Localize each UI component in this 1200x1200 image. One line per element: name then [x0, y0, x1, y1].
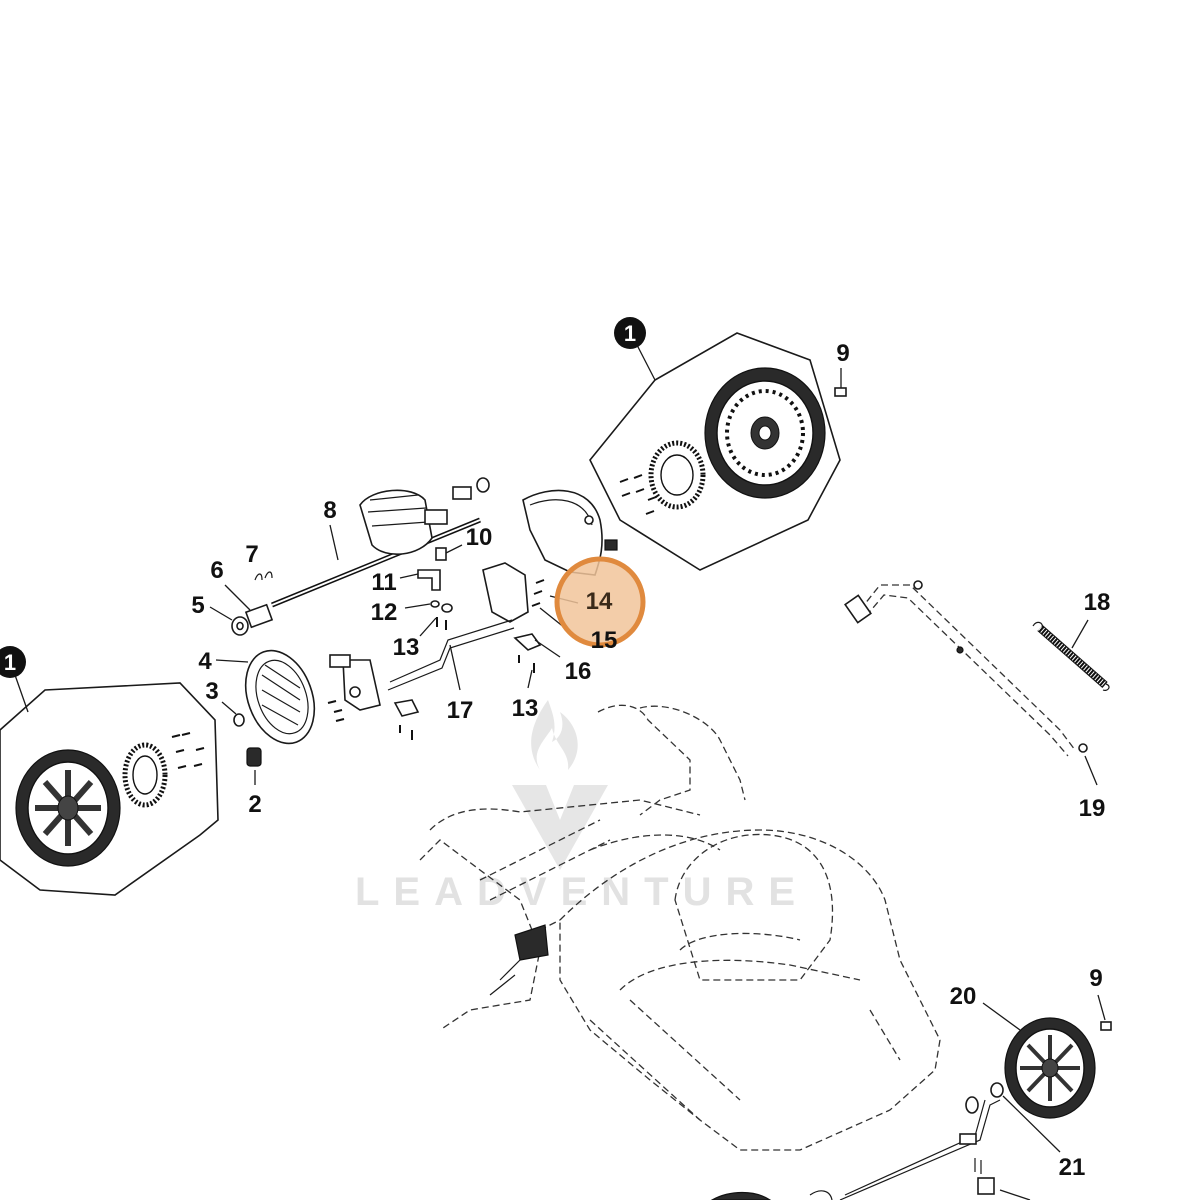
bushing-2 — [246, 747, 262, 767]
clip-10 — [435, 547, 447, 561]
callout-14[interactable]: 14 — [586, 588, 613, 615]
washer-12 — [430, 600, 453, 613]
leader-13-left — [419, 617, 437, 637]
badge-1-left: 1 — [0, 646, 26, 678]
badge-1-left-text: 1 — [4, 650, 16, 675]
watermark: LEADVENTURE — [355, 700, 809, 914]
callout-2: 2 — [248, 791, 261, 818]
leader-4 — [215, 659, 249, 663]
leader-21 — [1002, 1095, 1061, 1153]
left-wheel-assembly — [0, 674, 219, 896]
rear-cover-left — [244, 649, 316, 745]
callout-3: 3 — [205, 678, 218, 705]
wheel-left — [15, 749, 121, 867]
callout-11: 11 — [371, 569, 396, 596]
callout-4: 4 — [198, 648, 212, 675]
badge-1-upper: 1 — [614, 317, 646, 349]
screws-13 — [436, 617, 535, 673]
callout-8: 8 — [323, 497, 336, 524]
leader-5 — [209, 606, 233, 621]
screws-left — [171, 732, 205, 769]
leader-18 — [1071, 619, 1089, 649]
leader-6 — [224, 584, 251, 611]
watermark-text: LEADVENTURE — [355, 870, 809, 914]
leader-9-lower — [1097, 994, 1106, 1021]
gear-ring-upper — [648, 440, 706, 510]
leader-16 — [534, 639, 561, 658]
pins-7 — [254, 571, 273, 581]
leader-8 — [329, 524, 339, 561]
bearing-6 — [244, 603, 274, 629]
leader-10 — [445, 544, 463, 554]
transmission-axle — [271, 477, 490, 608]
badge-1-upper-text: 1 — [624, 321, 636, 346]
rear-wheel-cover — [522, 489, 618, 576]
callout-21: 21 — [1059, 1154, 1086, 1181]
height-adjust-bracket — [329, 562, 529, 711]
callout-13-right: 13 — [512, 695, 539, 722]
leader-3 — [221, 701, 237, 715]
leader-1-upper — [636, 344, 656, 381]
clamp-lower — [393, 699, 420, 740]
callout-12: 12 — [371, 599, 398, 626]
leader-19 — [1084, 755, 1098, 786]
screws-upper — [619, 474, 657, 515]
screws-left-bracket — [327, 700, 345, 722]
wheel-group-frame-left — [0, 682, 219, 896]
callout-20: 20 — [950, 983, 977, 1010]
washer-21 — [990, 1082, 1004, 1098]
motor-connector — [489, 924, 549, 996]
washer-3 — [233, 713, 245, 727]
callout-10: 10 — [466, 524, 493, 551]
clamp-16 — [513, 633, 542, 651]
callout-18: 18 — [1084, 589, 1111, 616]
leader-1-left — [14, 674, 29, 713]
wheel-group-frame-upper — [589, 332, 841, 571]
callout-5: 5 — [191, 592, 204, 619]
washer-5 — [231, 616, 249, 636]
mower-deck-outline — [419, 704, 941, 1151]
washer-19 — [1078, 743, 1088, 753]
leader-20 — [982, 1002, 1021, 1031]
callout-17: 17 — [447, 697, 474, 724]
screws-14-15 — [531, 579, 545, 607]
screw-9-upper — [834, 387, 847, 397]
watermark-flame-logo — [512, 700, 608, 870]
callout-16: 16 — [565, 658, 592, 685]
upper-wheel-assembly — [589, 332, 841, 571]
callout-13-left: 13 — [393, 634, 420, 661]
callout-15: 15 — [591, 627, 618, 654]
leader-11 — [399, 573, 419, 579]
front-wheel-20 — [1004, 1017, 1096, 1119]
callout-6: 6 — [210, 557, 223, 584]
spring-18 — [1032, 621, 1110, 691]
callout-19: 19 — [1079, 795, 1106, 822]
screw-9-lower — [1100, 1021, 1112, 1031]
callout-9-lower: 9 — [1089, 965, 1102, 992]
highlight-circle-14 — [554, 556, 646, 648]
leader-17 — [449, 644, 461, 691]
bracket-11 — [417, 569, 441, 591]
leader-13-right — [527, 669, 533, 689]
leader-12 — [404, 603, 431, 609]
handle-assembly — [844, 580, 1076, 757]
front-axle — [710, 1096, 1031, 1200]
callout-7: 7 — [245, 541, 258, 568]
gear-ring-left — [122, 742, 168, 808]
callout-9-upper: 9 — [836, 340, 849, 367]
wheel-upper — [704, 367, 826, 499]
